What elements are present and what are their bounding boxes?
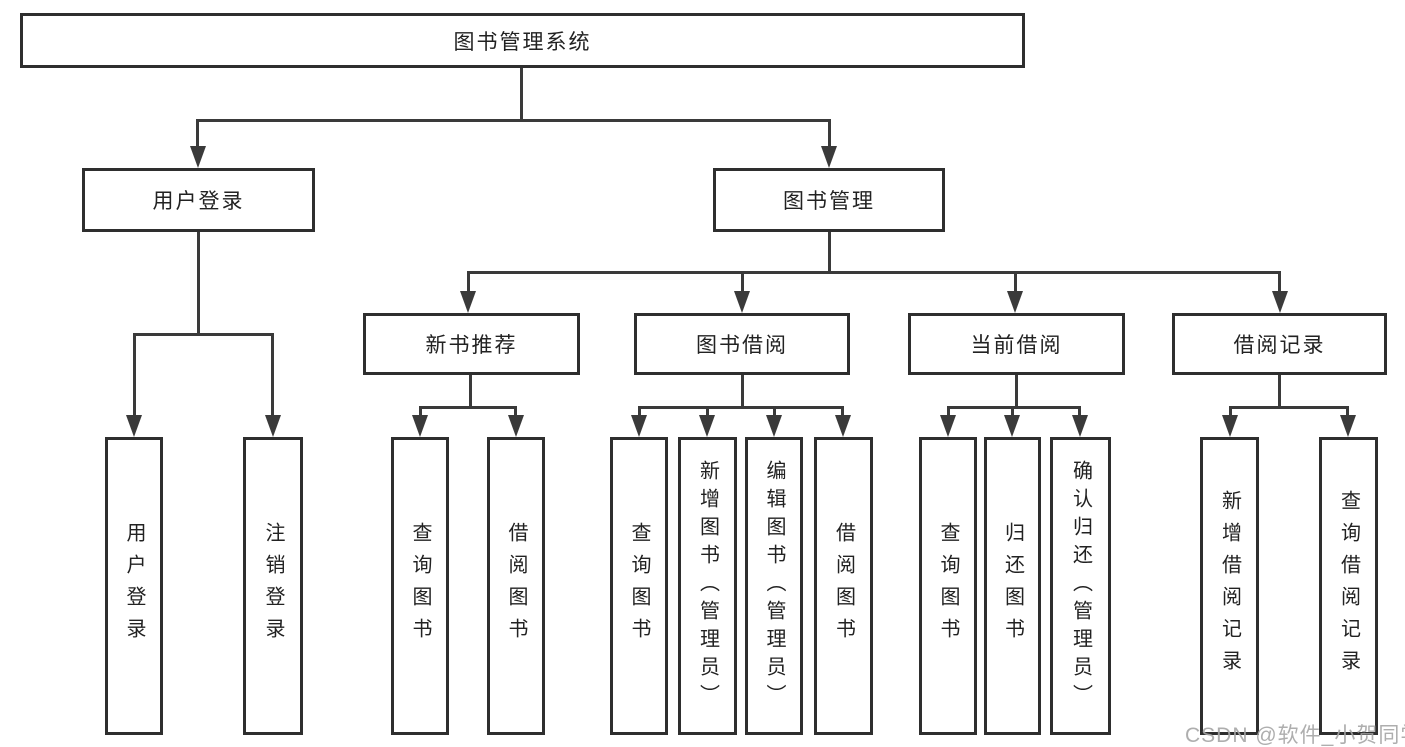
connector-line xyxy=(520,68,523,122)
connector-line xyxy=(271,333,274,415)
connector-line xyxy=(638,406,844,409)
connector-line xyxy=(197,119,831,122)
connector-line xyxy=(467,271,470,293)
leaf-label: 编辑图书（管理员） xyxy=(763,460,785,712)
node-current-borrow: 当前借阅 xyxy=(908,313,1125,375)
arrow-down-icon xyxy=(1340,415,1356,437)
leaf-borrow-books-2: 借阅图书 xyxy=(814,437,873,735)
leaf-label: 注销登录 xyxy=(262,522,284,650)
connector-line xyxy=(419,406,422,417)
node-book-management: 图书管理 xyxy=(713,168,945,232)
arrow-down-icon xyxy=(126,415,142,437)
arrow-down-icon xyxy=(508,415,524,437)
leaf-logout: 注销登录 xyxy=(243,437,303,735)
leaf-query-borrow-record: 查询借阅记录 xyxy=(1319,437,1378,735)
leaf-label: 查询图书 xyxy=(937,522,959,650)
arrow-down-icon xyxy=(265,415,281,437)
connector-line xyxy=(706,406,709,417)
leaf-borrow-books-1: 借阅图书 xyxy=(487,437,545,735)
leaf-add-borrow-record: 新增借阅记录 xyxy=(1200,437,1259,735)
arrow-down-icon xyxy=(1272,291,1288,313)
leaf-query-books-2: 查询图书 xyxy=(610,437,668,735)
connector-line xyxy=(1229,406,1232,417)
leaf-query-books-3: 查询图书 xyxy=(919,437,977,735)
connector-line xyxy=(467,271,1281,274)
arrow-down-icon xyxy=(1222,415,1238,437)
leaf-label: 用户登录 xyxy=(123,522,145,650)
connector-line xyxy=(741,375,744,409)
arrow-down-icon xyxy=(631,415,647,437)
connector-line xyxy=(947,406,950,417)
arrow-down-icon xyxy=(940,415,956,437)
arrow-down-icon xyxy=(412,415,428,437)
leaf-query-books-1: 查询图书 xyxy=(391,437,449,735)
leaf-label: 查询图书 xyxy=(409,522,431,650)
leaf-return-books: 归还图书 xyxy=(984,437,1041,735)
leaf-edit-books-admin: 编辑图书（管理员） xyxy=(745,437,803,735)
connector-line xyxy=(1278,271,1281,293)
connector-line xyxy=(828,119,831,149)
arrow-down-icon xyxy=(835,415,851,437)
connector-line xyxy=(197,232,200,336)
leaf-label: 查询图书 xyxy=(628,522,650,650)
arrow-down-icon xyxy=(1004,415,1020,437)
arrow-down-icon xyxy=(1072,415,1088,437)
node-user-login: 用户登录 xyxy=(82,168,315,232)
node-book-borrow: 图书借阅 xyxy=(634,313,850,375)
connector-line xyxy=(773,406,776,417)
leaf-label: 确认归还（管理员） xyxy=(1069,460,1092,712)
leaf-label: 新增图书（管理员） xyxy=(696,460,719,712)
arrow-down-icon xyxy=(460,291,476,313)
leaf-add-books-admin: 新增图书（管理员） xyxy=(678,437,737,735)
connector-line xyxy=(1278,375,1281,409)
leaf-label: 查询借阅记录 xyxy=(1337,490,1360,682)
leaf-label: 借阅图书 xyxy=(832,522,855,650)
connector-line xyxy=(947,406,1081,409)
connector-line xyxy=(841,406,844,417)
node-new-book-recommend: 新书推荐 xyxy=(363,313,580,375)
arrow-down-icon xyxy=(766,415,782,437)
connector-line xyxy=(133,333,274,336)
connector-line xyxy=(1346,406,1349,417)
connector-line xyxy=(469,375,472,409)
leaf-confirm-return-admin: 确认归还（管理员） xyxy=(1050,437,1111,735)
leaf-label: 归还图书 xyxy=(1001,522,1024,650)
leaf-label: 借阅图书 xyxy=(505,522,527,650)
arrow-down-icon xyxy=(821,146,837,168)
arrow-down-icon xyxy=(699,415,715,437)
connector-line xyxy=(1014,271,1017,293)
connector-line xyxy=(741,271,744,293)
connector-line xyxy=(1011,406,1014,417)
connector-line xyxy=(133,333,136,415)
node-root: 图书管理系统 xyxy=(20,13,1025,68)
connector-line xyxy=(196,119,199,149)
connector-line xyxy=(1229,406,1349,409)
connector-line xyxy=(638,406,641,417)
connector-line xyxy=(828,232,831,274)
connector-line xyxy=(514,406,517,417)
leaf-label: 新增借阅记录 xyxy=(1218,490,1241,682)
arrow-down-icon xyxy=(190,146,206,168)
arrow-down-icon xyxy=(1007,291,1023,313)
connector-line xyxy=(419,406,517,409)
arrow-down-icon xyxy=(734,291,750,313)
csdn-watermark: CSDN @软件_小贺同学 xyxy=(1185,724,1405,747)
leaf-user-login: 用户登录 xyxy=(105,437,163,735)
connector-line xyxy=(1078,406,1081,417)
connector-line xyxy=(1015,375,1018,409)
node-borrow-records: 借阅记录 xyxy=(1172,313,1387,375)
